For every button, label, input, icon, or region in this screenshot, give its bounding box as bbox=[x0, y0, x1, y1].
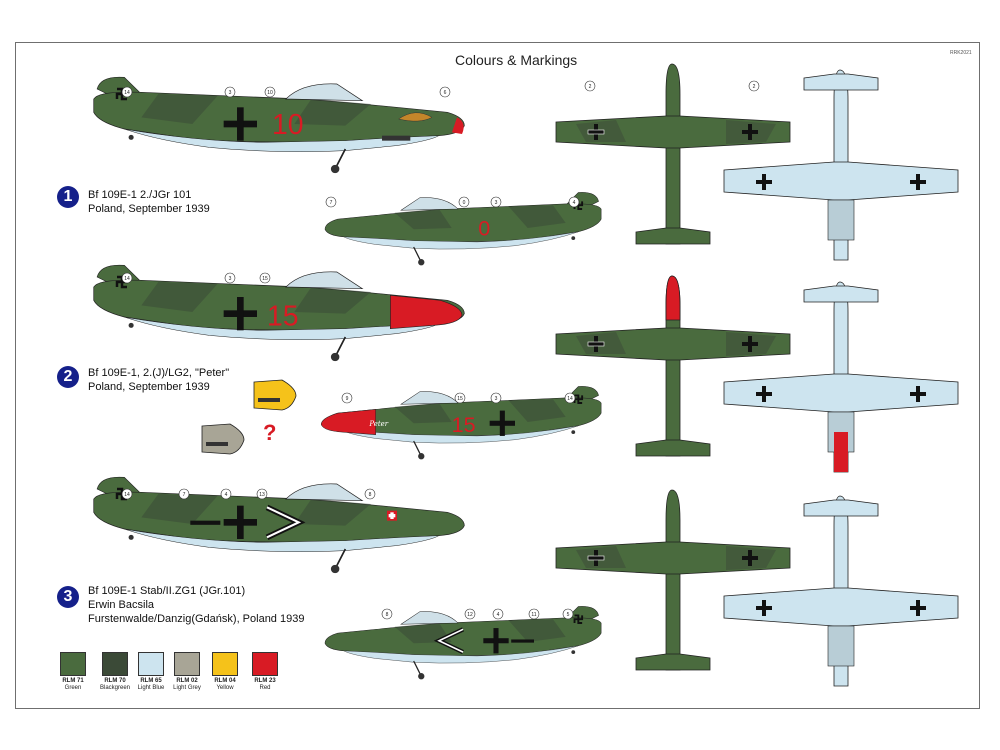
scheme1-callouts: 14 3 10 6 bbox=[121, 86, 451, 98]
svg-text:3: 3 bbox=[495, 200, 498, 206]
sheet-code: RRK2021 bbox=[950, 50, 972, 56]
svg-text:2: 2 bbox=[753, 84, 756, 90]
svg-text:10: 10 bbox=[267, 90, 273, 96]
svg-text:0: 0 bbox=[463, 200, 466, 206]
balkenkreuz bbox=[223, 297, 257, 331]
svg-text:11: 11 bbox=[531, 612, 536, 618]
nose-name: Peter bbox=[368, 420, 388, 428]
swatch-rlm04 bbox=[212, 652, 238, 676]
svg-text:15: 15 bbox=[457, 396, 463, 402]
scheme3-bottom-view bbox=[723, 495, 959, 687]
swatch-rlm71 bbox=[60, 652, 86, 676]
scheme3-side-view-right bbox=[324, 605, 602, 681]
stab-bar bbox=[190, 520, 221, 525]
scheme-number-badge: 1 bbox=[57, 186, 79, 208]
scheme2-top-view bbox=[555, 275, 791, 457]
svg-text:14: 14 bbox=[567, 396, 573, 402]
scheme3-callouts: 14 7 4 13 8 bbox=[121, 488, 376, 500]
svg-text:5: 5 bbox=[567, 612, 570, 618]
svg-text:13: 13 bbox=[259, 492, 265, 498]
scheme2-bottom-view bbox=[723, 281, 959, 473]
svg-text:14: 14 bbox=[124, 492, 130, 498]
fuselage-code-number: 15 bbox=[452, 413, 476, 437]
fuselage-code-number: 15 bbox=[267, 300, 299, 332]
scheme3-callouts-right: 8 12 4 11 5 bbox=[381, 608, 574, 620]
svg-text:15: 15 bbox=[262, 276, 268, 282]
scheme1-callouts-right: 7 0 3 4 bbox=[325, 196, 580, 208]
svg-text:4: 4 bbox=[497, 612, 500, 618]
svg-text:7: 7 bbox=[183, 492, 186, 498]
swatch-rlm70 bbox=[102, 652, 128, 676]
svg-text:14: 14 bbox=[124, 90, 130, 96]
scheme3-caption: Bf 109E-1 Stab/II.ZG1 (JGr.101) Erwin Ba… bbox=[88, 585, 305, 625]
svg-text:3: 3 bbox=[229, 90, 232, 96]
wing-callouts: 2 2 bbox=[584, 80, 760, 92]
svg-text:8: 8 bbox=[369, 492, 372, 498]
svg-text:3: 3 bbox=[495, 396, 498, 402]
svg-text:3: 3 bbox=[229, 276, 232, 282]
scheme2-callouts-right: 9 15 3 14 bbox=[341, 392, 576, 404]
scheme1-caption: Bf 109E-1 2./JGr 101 Poland, September 1… bbox=[88, 189, 210, 215]
grey-cowling-detail bbox=[201, 423, 245, 455]
svg-text:12: 12 bbox=[467, 612, 473, 618]
scheme2-callouts: 14 3 15 bbox=[121, 272, 271, 284]
scheme3-side-view-left bbox=[92, 476, 466, 575]
scheme2-side-view-left: 15 bbox=[92, 264, 466, 363]
scheme1-side-view-left: 10 bbox=[92, 76, 466, 175]
svg-text:4: 4 bbox=[573, 200, 576, 206]
balkenkreuz bbox=[223, 505, 257, 539]
scheme-number-badge: 2 bbox=[57, 366, 79, 388]
fuselage-code-number: 0 bbox=[478, 217, 490, 241]
svg-text:4: 4 bbox=[225, 492, 228, 498]
scheme2-caption: Bf 109E-1, 2.(J)/LG2, "Peter" Poland, Se… bbox=[88, 367, 230, 393]
scheme1-bottom-view bbox=[723, 69, 959, 261]
swatch-rlm23 bbox=[252, 652, 278, 676]
svg-text:9: 9 bbox=[346, 396, 349, 402]
scheme2-side-view-right: Peter 15 bbox=[320, 385, 602, 461]
balkenkreuz bbox=[223, 107, 257, 141]
svg-text:8: 8 bbox=[386, 612, 389, 618]
svg-text:2: 2 bbox=[589, 84, 592, 90]
yellow-cowling-detail bbox=[253, 379, 297, 411]
scheme-number-badge: 3 bbox=[57, 586, 79, 608]
svg-text:14: 14 bbox=[124, 276, 130, 282]
unknown-colour-mark: ? bbox=[263, 420, 277, 445]
swatch-rlm65 bbox=[138, 652, 164, 676]
page-title: Colours & Markings bbox=[455, 52, 578, 68]
fuselage-code-number: 10 bbox=[272, 109, 304, 141]
svg-text:7: 7 bbox=[330, 200, 333, 206]
svg-text:6: 6 bbox=[444, 90, 447, 96]
swatch-rlm02 bbox=[174, 652, 200, 676]
